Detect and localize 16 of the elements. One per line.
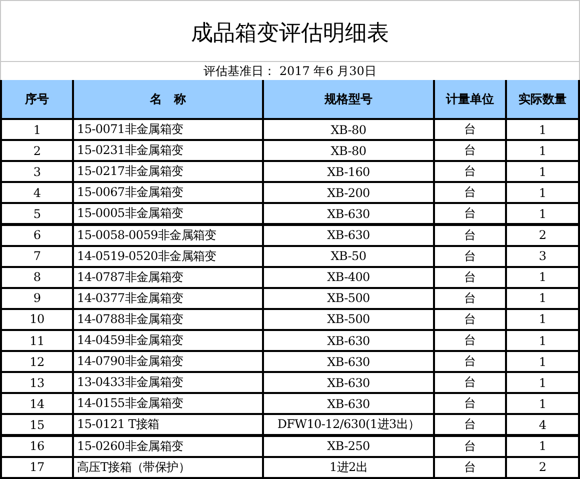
header-cell: 规格型号 [262,80,435,120]
table-cell: 1 [505,434,580,458]
table-cell: 1 [505,202,580,226]
table-cell: 17 [0,456,74,479]
header-cell: 计量单位 [433,80,507,120]
table-cell: 2 [505,224,580,247]
table-cell: 4 [505,413,580,436]
header-cell: 实际数量 [505,80,580,120]
table-cell: 15 [0,413,74,436]
table-cell: 2 [505,456,580,479]
header-cell: 序号 [0,80,74,120]
table-cell: 16 [0,434,74,458]
table-title: 成品箱变评估明细表 [0,0,580,62]
table-cell: 6 [0,224,74,247]
header-cell: 名 称 [72,80,264,120]
table-cell: 5 [0,202,74,226]
